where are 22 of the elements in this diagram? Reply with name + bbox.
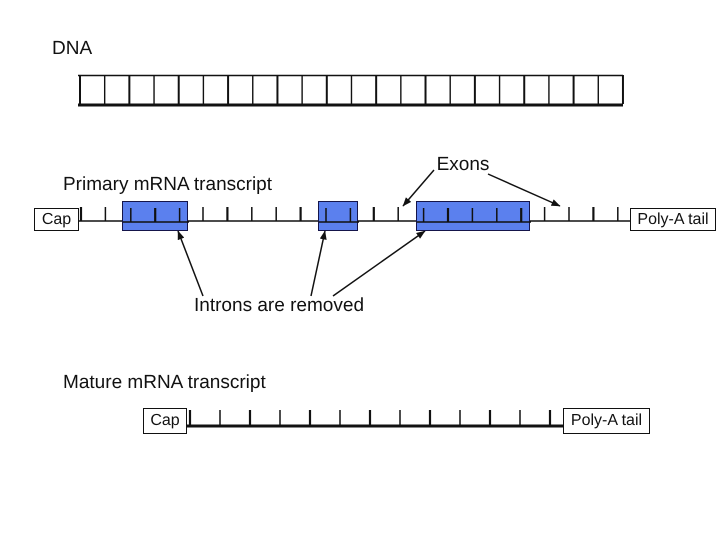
exon-segment bbox=[188, 206, 318, 222]
section-title: DNA bbox=[52, 39, 92, 58]
section-title: Mature mRNA transcript bbox=[63, 373, 266, 392]
tail-label-box: Poly-A tail bbox=[563, 408, 650, 434]
section-title: Primary mRNA transcript bbox=[63, 175, 272, 194]
exon-segment bbox=[530, 206, 630, 222]
tail-label-box: Poly-A tail bbox=[630, 208, 716, 231]
cap-label-box: Cap bbox=[34, 208, 79, 231]
cap-label-box: Cap bbox=[143, 408, 187, 434]
rna-strand-line bbox=[187, 424, 563, 428]
intron-segment bbox=[416, 201, 530, 231]
arrow bbox=[177, 230, 204, 296]
intron-segment bbox=[318, 201, 358, 231]
leader-arrow bbox=[402, 170, 435, 206]
leader-arrow bbox=[488, 173, 560, 207]
callout-text: Introns are removed bbox=[190, 296, 368, 315]
exon-segment bbox=[79, 206, 122, 222]
arrow bbox=[310, 230, 327, 296]
callout-text: Exons bbox=[434, 155, 492, 174]
exon-segment bbox=[358, 206, 416, 222]
intron-segment bbox=[122, 201, 188, 231]
arrow bbox=[332, 230, 426, 297]
